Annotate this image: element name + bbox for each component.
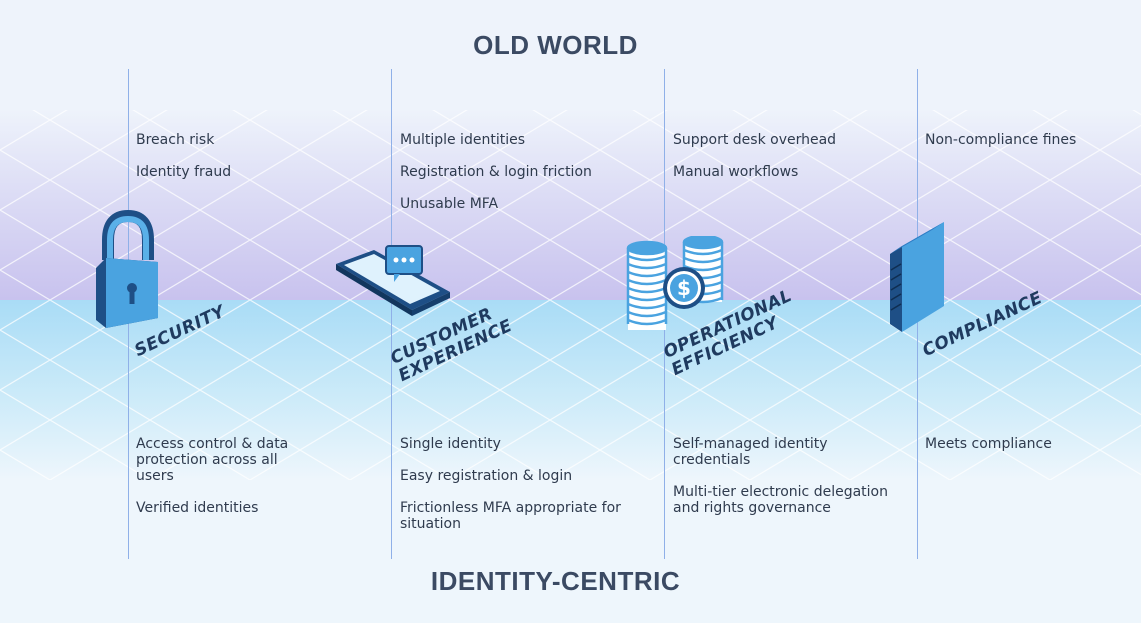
operational-efficiency-old-world-list: Support desk overhead Manual workflows xyxy=(673,132,913,196)
list-item: Manual workflows xyxy=(673,164,799,180)
security-identity-centric-list: Access control & data protection across … xyxy=(136,436,296,532)
list-item: Access control & data protection across … xyxy=(136,436,289,484)
list-item: Single identity xyxy=(400,436,501,452)
compliance-old-world-list: Non-compliance fines xyxy=(925,132,1141,164)
list-item: Frictionless MFA appropriate for situati… xyxy=(400,500,621,532)
svg-text:$: $ xyxy=(677,276,691,300)
customer-experience-old-world-list: Multiple identities Registration & login… xyxy=(400,132,640,228)
list-item: Meets compliance xyxy=(925,436,1052,452)
padlock-icon xyxy=(96,210,158,328)
list-item: Multiple identities xyxy=(400,132,525,148)
column-divider xyxy=(391,69,392,559)
list-item: Unusable MFA xyxy=(400,196,499,212)
list-item: Breach risk xyxy=(136,132,215,148)
list-item: Identity fraud xyxy=(136,164,232,180)
title-old-world: OLD WORLD xyxy=(473,30,638,60)
list-item: Support desk overhead xyxy=(673,132,837,148)
list-item: Non-compliance fines xyxy=(925,132,1077,148)
list-item: Easy registration & login xyxy=(400,468,573,484)
list-item: Self-managed identity credentials xyxy=(673,436,828,468)
list-item: Verified identities xyxy=(136,500,259,516)
customer-experience-identity-centric-list: Single identity Easy registration & logi… xyxy=(400,436,630,548)
operational-efficiency-identity-centric-list: Self-managed identity credentials Multi-… xyxy=(673,436,893,532)
list-item: Registration & login friction xyxy=(400,164,592,180)
smartphone-chat-icon xyxy=(336,245,450,316)
compliance-identity-centric-list: Meets compliance xyxy=(925,436,1141,468)
coin-stacks-icon: $ xyxy=(626,236,724,330)
book-icon xyxy=(890,222,944,332)
list-item: Multi-tier electronic delegation and rig… xyxy=(673,484,888,516)
security-old-world-list: Breach risk Identity fraud xyxy=(136,132,376,196)
title-identity-centric: IDENTITY-CENTRIC xyxy=(430,566,681,596)
